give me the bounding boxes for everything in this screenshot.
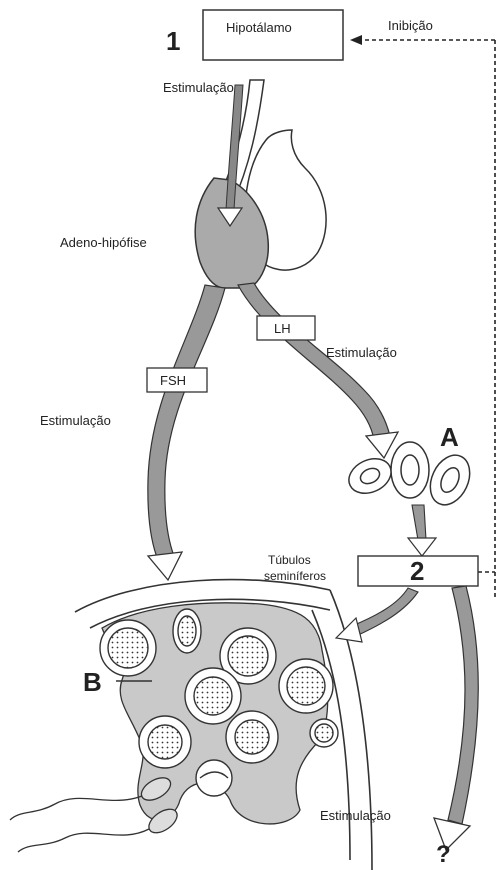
stimulation-lh-label: Estimulação xyxy=(326,345,397,360)
stimulation-fsh-label: Estimulação xyxy=(40,413,111,428)
hypothalamus-label: Hipotálamo xyxy=(226,20,292,35)
fsh-label: FSH xyxy=(160,373,186,388)
lh-label: LH xyxy=(274,321,291,336)
fsh-arrow-band xyxy=(148,285,225,560)
tubules-label-line2: seminíferos xyxy=(264,569,326,583)
number-2-label: 2 xyxy=(410,556,424,586)
leydig-to-box2-arrowhead xyxy=(408,538,436,556)
leydig-cells xyxy=(343,442,477,511)
question-mark-label: ? xyxy=(436,841,451,868)
lh-arrowhead xyxy=(366,432,398,458)
lh-arrow-band xyxy=(238,283,390,440)
box2-downward-arrow xyxy=(448,586,478,824)
inhibition-arrowhead xyxy=(350,35,362,45)
box2-to-tubule-arrow xyxy=(352,588,418,636)
fsh-arrowhead xyxy=(148,552,182,580)
number-1-label: 1 xyxy=(166,26,180,56)
hypothalamus-box xyxy=(203,10,343,60)
leydig-to-box2-arrow xyxy=(412,505,426,540)
stimulation-top-label: Estimulação xyxy=(163,80,234,95)
stimulation-bottom-label: Estimulação xyxy=(320,808,391,823)
adenohypophysis-label: Adeno-hipófise xyxy=(60,235,147,250)
letter-a-label: A xyxy=(440,422,459,452)
letter-b-label: B xyxy=(83,667,102,697)
inhibition-label: Inibição xyxy=(388,18,433,33)
inhibition-feedback-line xyxy=(358,40,495,600)
tubules-label-line1: Túbulos xyxy=(268,553,311,567)
